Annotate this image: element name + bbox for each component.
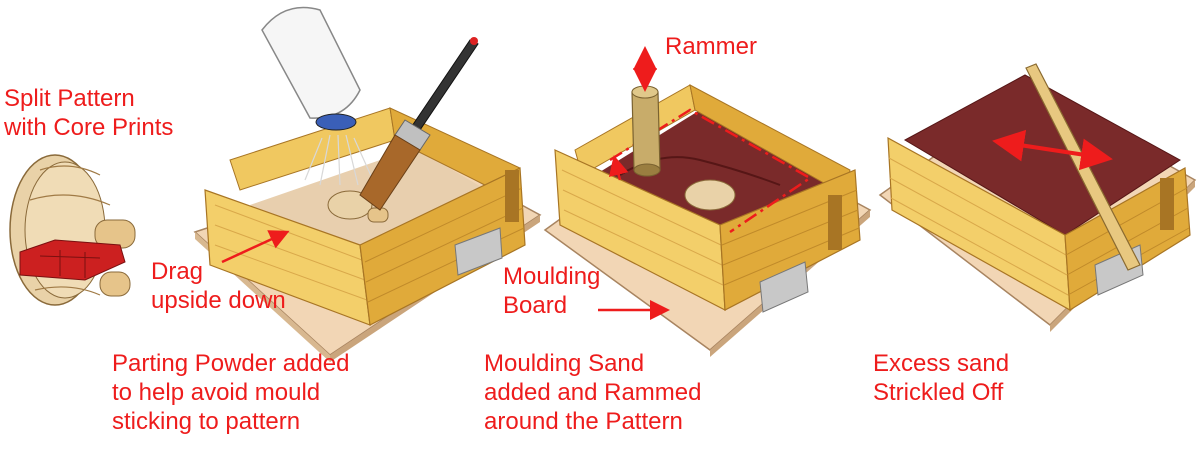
paint-brush-icon [359,37,479,211]
label-moulding-sand: Moulding Sand added and Rammed around th… [484,350,702,435]
label-parting-powder: Parting Powder added to help avoid mould… [112,350,350,435]
label-drag: Drag upside down [151,258,286,314]
label-rammer: Rammer [665,33,758,60]
panel-1-flask [193,107,542,362]
split-pattern-icon [9,154,136,306]
label-excess-sand: Excess sand Strickled Off [873,350,1010,406]
rammer-icon [631,85,661,177]
panel-3-flask [878,74,1197,332]
label-moulding-board: Moulding Board [503,263,601,319]
parting-powder-bottle-icon [261,6,361,131]
strickle-arrow [992,129,1113,171]
drag-arrow [221,230,290,264]
label-split-pattern: Split Pattern with Core Prints [4,85,174,141]
panel-2-flask [543,84,872,357]
